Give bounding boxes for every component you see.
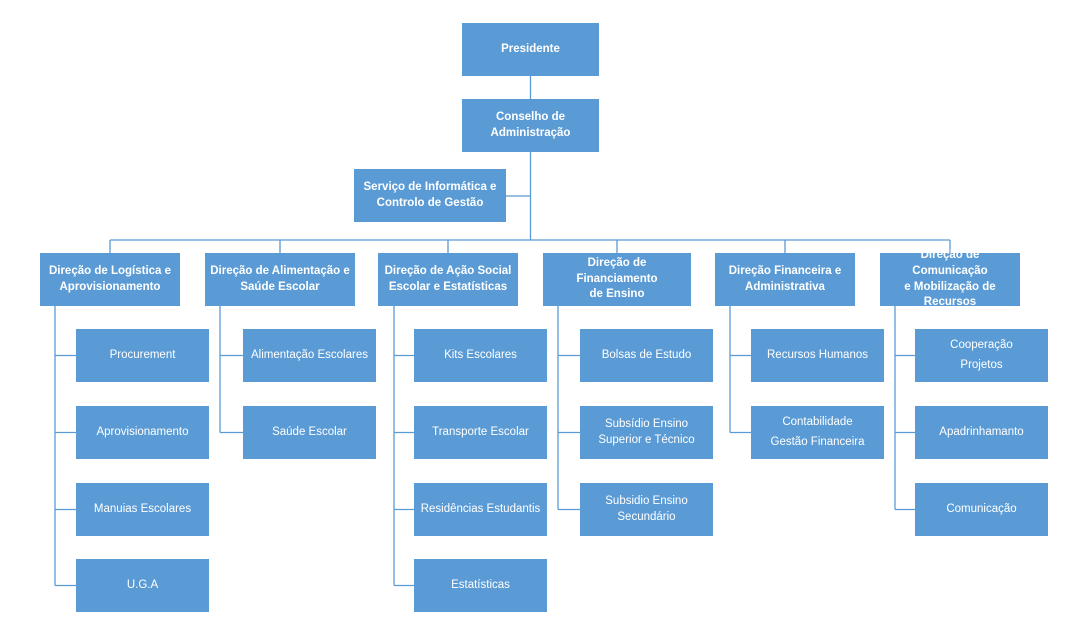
directorate-box-4-label: Direção de Financiamento de Ensino: [576, 257, 658, 301]
directorate-box-2-label: Direção de Alimentação e Saúde Escolar: [210, 264, 350, 293]
unit-box-1-3-label: Manuias Escolares: [93, 502, 192, 515]
unit-box-2-1: Alimentação Escolares: [243, 329, 376, 382]
unit-box-6-2: Apadrinhamanto: [915, 406, 1048, 459]
board-box: Conselho de Administração: [462, 99, 599, 152]
unit-box-3-4: Estatísticas: [414, 559, 547, 612]
unit-box-4-2-label: Subsídio Ensino Superior e Técnico: [598, 417, 695, 446]
unit-box-3-1: Kits Escolares: [414, 329, 547, 382]
directorate-box-6-label: Direção de Comunicação e Mobilização de …: [904, 249, 996, 309]
unit-box-5-1: Recursos Humanos: [751, 329, 884, 382]
president-box: Presidente: [462, 23, 599, 76]
unit-box-1-4-label: U.G.A: [126, 578, 159, 591]
unit-box-1-2: Aprovisionamento: [76, 406, 209, 459]
unit-box-3-2: Transporte Escolar: [414, 406, 547, 459]
unit-box-4-3: Subsidio Ensino Secundário: [580, 483, 713, 536]
unit-box-3-3: Residências Estudantis: [414, 483, 547, 536]
directorate-box-4: Direção de Financiamento de Ensino: [543, 253, 691, 306]
directorate-box-3-label: Direção de Ação Social Escolar e Estatís…: [384, 264, 512, 293]
unit-box-6-3-label: Comunicação: [946, 502, 1017, 515]
unit-box-2-2-label: Saúde Escolar: [272, 425, 347, 438]
directorate-box-5-label: Direção Financeira e Administrativa: [728, 264, 842, 293]
unit-box-4-1: Bolsas de Estudo: [580, 329, 713, 382]
unit-box-3-2-label: Transporte Escolar: [432, 425, 529, 438]
it-service-box: Serviço de Informática e Controlo de Ges…: [354, 169, 506, 222]
unit-box-5-1-label: Recursos Humanos: [767, 348, 868, 361]
unit-box-1-1: Procurement: [76, 329, 209, 382]
unit-box-5-2: Contabilidade Gestão Financeira: [751, 406, 884, 459]
directorate-box-6: Direção de Comunicação e Mobilização de …: [880, 249, 1020, 308]
unit-box-2-1-label: Alimentação Escolares: [251, 348, 368, 361]
unit-box-1-1-label: Procurement: [109, 348, 176, 361]
it-service-label: Serviço de Informática e Controlo de Ges…: [363, 180, 497, 209]
unit-box-3-3-label: Residências Estudantis: [420, 502, 541, 515]
unit-box-3-1-label: Kits Escolares: [444, 348, 517, 361]
directorate-box-1-label: Direção de Logística e Aprovisionamento: [48, 264, 172, 293]
president-label: Presidente: [501, 42, 560, 55]
unit-box-4-2: Subsídio Ensino Superior e Técnico: [580, 406, 713, 459]
unit-box-5-2-label: Contabilidade Gestão Financeira: [770, 415, 865, 448]
unit-box-6-2-label: Apadrinhamanto: [939, 425, 1024, 438]
unit-box-3-4-label: Estatísticas: [451, 578, 510, 591]
unit-box-1-4: U.G.A: [76, 559, 209, 612]
directorate-box-1: Direção de Logística e Aprovisionamento: [40, 253, 180, 306]
unit-box-1-3: Manuias Escolares: [76, 483, 209, 536]
directorate-box-3: Direção de Ação Social Escolar e Estatís…: [378, 253, 518, 306]
unit-box-4-1-label: Bolsas de Estudo: [601, 348, 692, 361]
directorate-box-2: Direção de Alimentação e Saúde Escolar: [205, 253, 355, 306]
unit-box-6-3: Comunicação: [915, 483, 1048, 536]
unit-box-4-3-label: Subsidio Ensino Secundário: [605, 494, 688, 523]
directorate-box-5: Direção Financeira e Administrativa: [715, 253, 855, 306]
unit-box-6-1-label: Cooperação Projetos: [950, 338, 1013, 371]
board-label: Conselho de Administração: [490, 110, 571, 139]
unit-box-2-2: Saúde Escolar: [243, 406, 376, 459]
unit-box-1-2-label: Aprovisionamento: [96, 425, 189, 438]
unit-box-6-1: Cooperação Projetos: [915, 329, 1048, 382]
